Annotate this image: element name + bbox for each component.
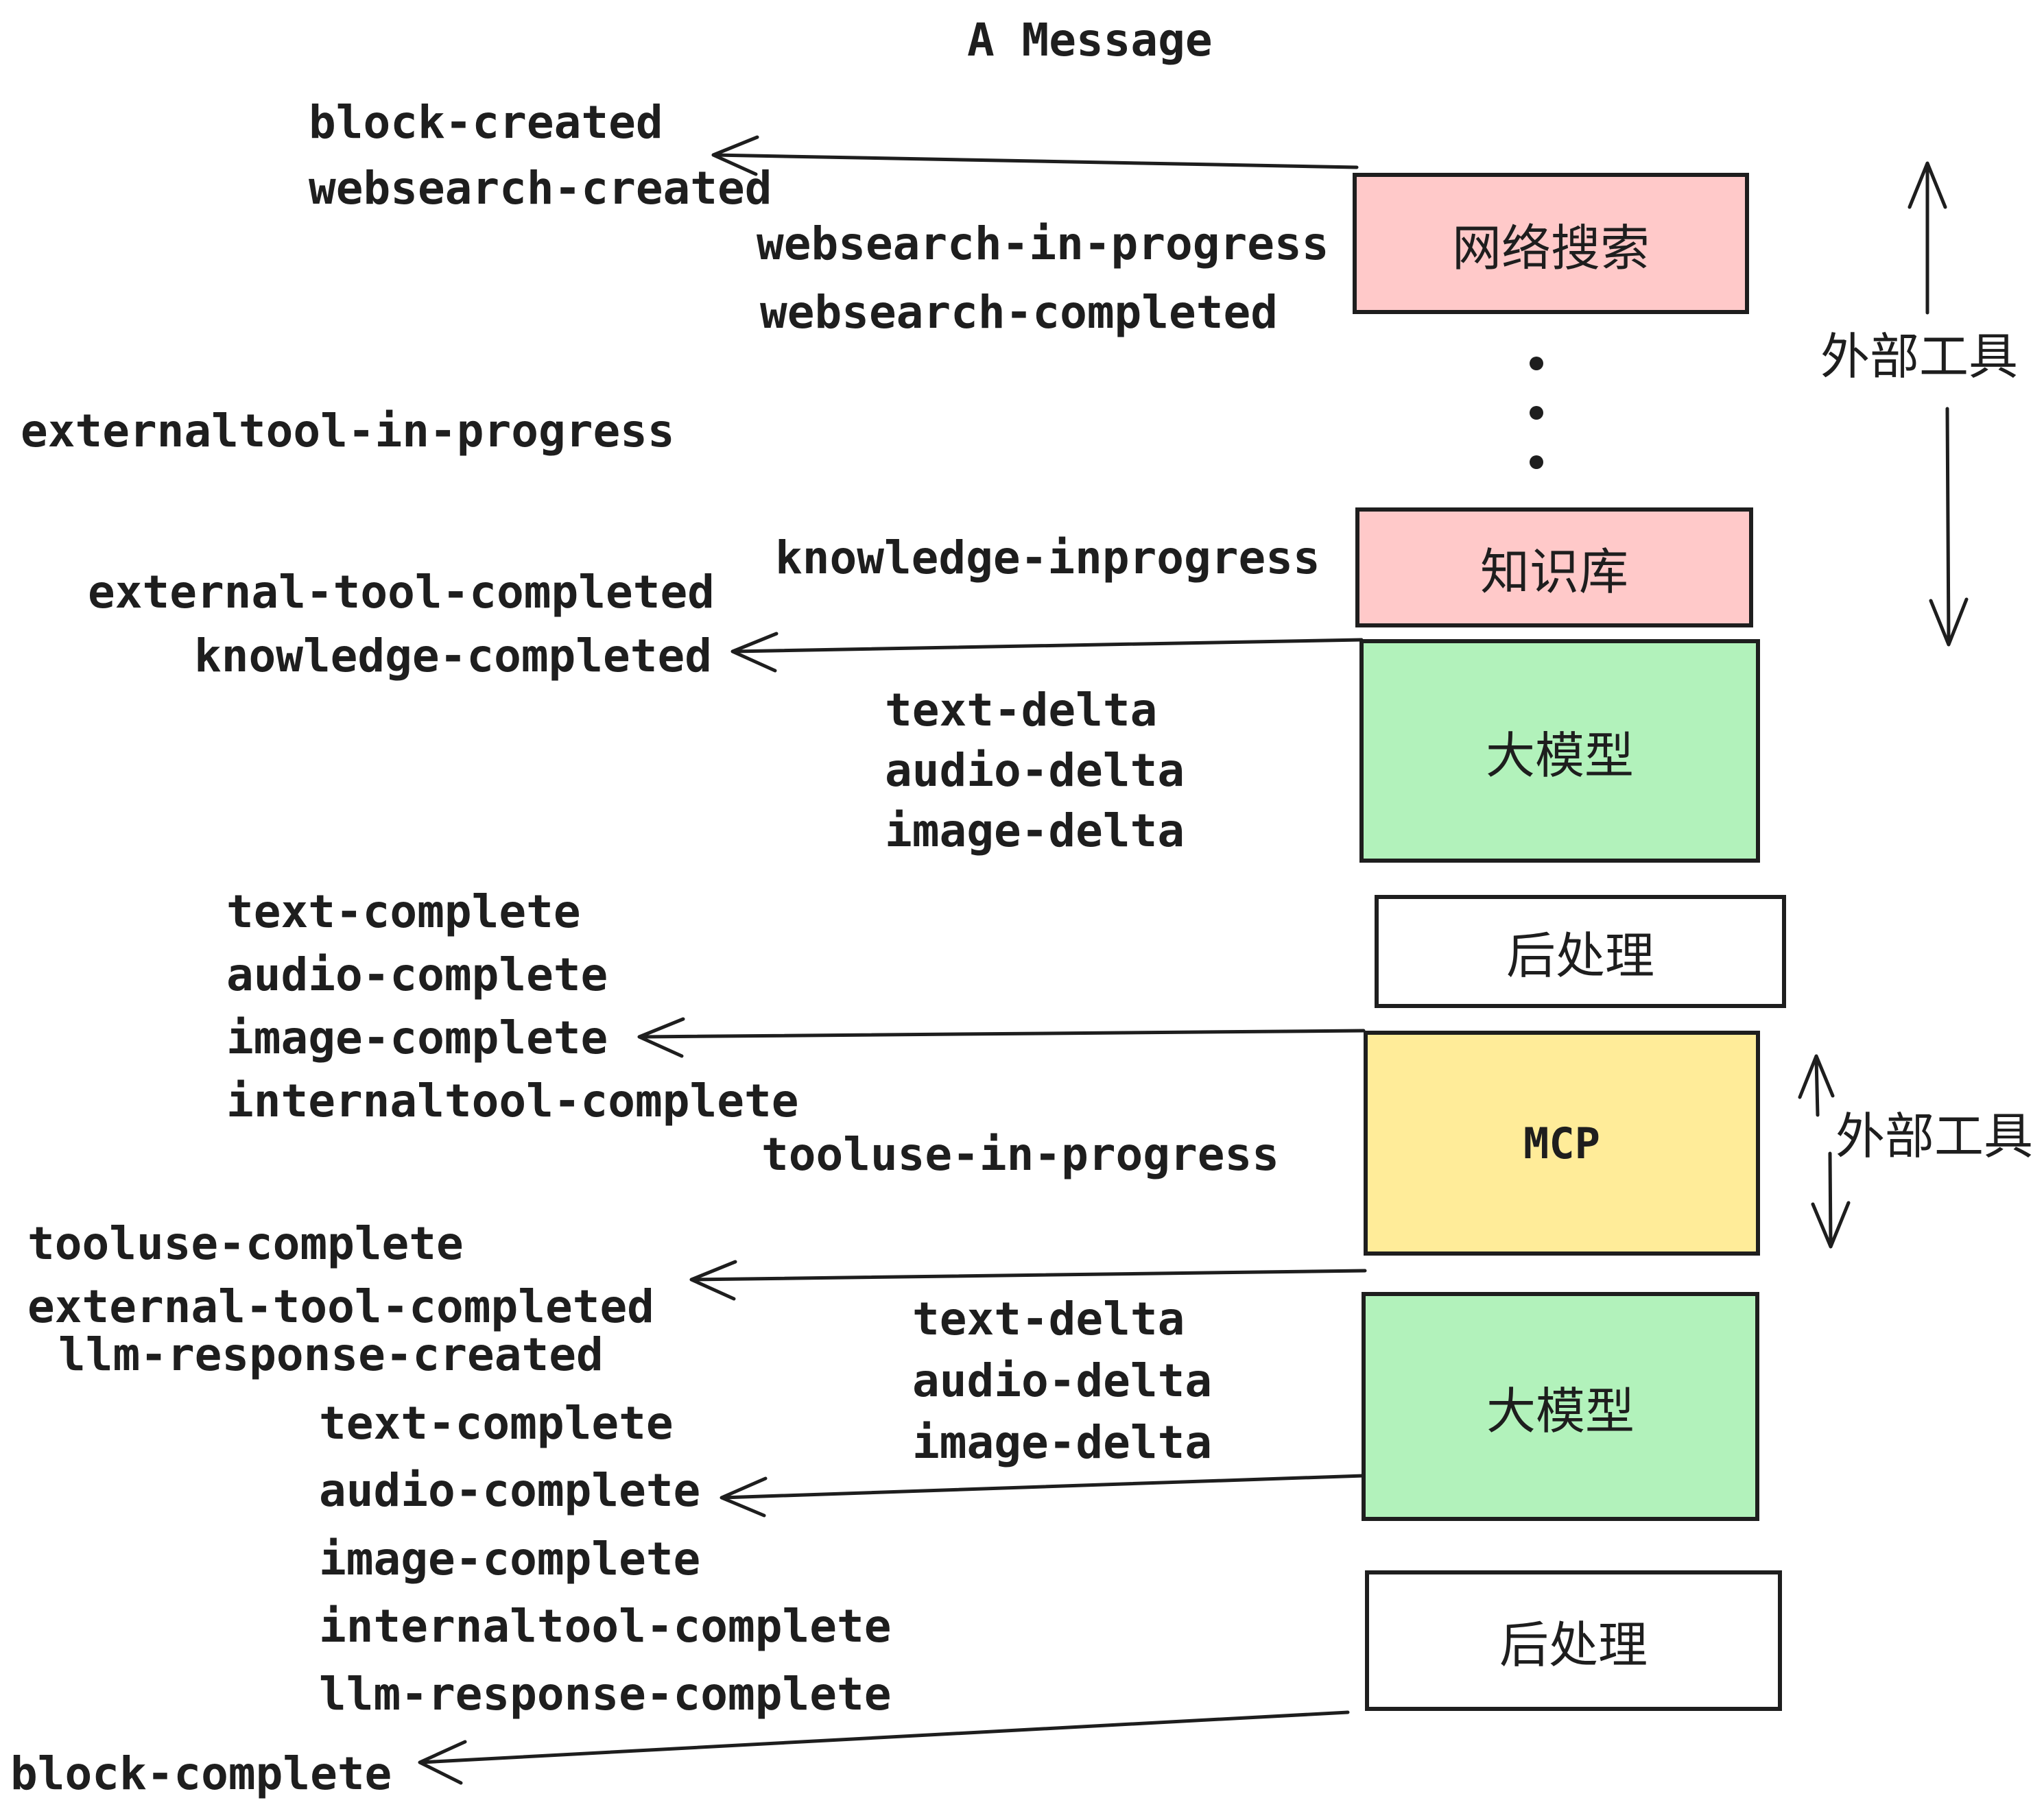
postprocess-box-2: 后处理 bbox=[1365, 1570, 1782, 1711]
postprocess-box-2-label: 后处理 bbox=[1499, 1616, 1648, 1674]
knowledge-base-box-label: 知识库 bbox=[1479, 543, 1628, 601]
arrow-tooluse-complete-shaft bbox=[691, 1269, 1367, 1282]
event-label-external-tool-completed-1: external-tool-completed bbox=[88, 566, 715, 619]
knowledge-base-box: 知识库 bbox=[1355, 507, 1753, 627]
external-tools-bottom-down-arrow-shaft bbox=[1828, 1151, 1833, 1246]
diagram-title: A Message bbox=[967, 14, 1213, 67]
vertical-ellipsis-dot bbox=[1530, 406, 1543, 420]
arrow-websearch-created-head bbox=[711, 135, 759, 176]
event-label-text-delta-1: text-delta bbox=[885, 684, 1158, 736]
event-label-audio-delta-2: audio-delta bbox=[912, 1354, 1213, 1407]
event-label-externaltool-in-progress: externaltool-in-progress bbox=[21, 405, 675, 457]
external-tools-bottom-down-arrow-head bbox=[1811, 1201, 1851, 1249]
postprocess-box-1-label: 后处理 bbox=[1506, 927, 1654, 985]
event-label-image-complete-2: image-complete bbox=[319, 1533, 701, 1585]
arrow-knowledge-completed-head bbox=[730, 632, 779, 673]
event-label-image-delta-1: image-delta bbox=[885, 804, 1185, 857]
event-label-knowledge-completed: knowledge-completed bbox=[194, 630, 712, 682]
llm-box-2: 大模型 bbox=[1362, 1292, 1759, 1521]
external-tools-top-up-arrow-head bbox=[1908, 161, 1947, 209]
event-label-llm-response-created: llm-response-created bbox=[58, 1328, 604, 1381]
llm-box-2-label: 大模型 bbox=[1486, 1382, 1635, 1440]
arrow-websearch-created-shaft bbox=[713, 153, 1359, 169]
event-label-internaltool-complete-2: internaltool-complete bbox=[319, 1600, 892, 1653]
event-label-block-created: block-created bbox=[309, 96, 663, 149]
websearch-box: 网络搜索 bbox=[1353, 173, 1749, 314]
event-label-text-complete-1: text-complete bbox=[226, 885, 581, 938]
event-label-text-complete-2: text-complete bbox=[319, 1397, 674, 1450]
event-label-websearch-in-progress: websearch-in-progress bbox=[757, 217, 1329, 270]
event-label-internaltool-complete-1: internaltool-complete bbox=[226, 1075, 799, 1127]
external-tools-bottom-up-arrow-head bbox=[1798, 1054, 1835, 1099]
arrow-image-complete-head bbox=[637, 1017, 685, 1058]
external-tools-top-down-arrow-head bbox=[1929, 597, 1969, 647]
event-label-knowledge-inprogress: knowledge-inprogress bbox=[775, 531, 1320, 584]
event-label-tooluse-complete: tooluse-complete bbox=[27, 1217, 464, 1270]
vertical-ellipsis-dot bbox=[1530, 357, 1543, 370]
event-label-external-tool-completed-2: external-tool-completed bbox=[27, 1280, 654, 1333]
arrow-tooluse-complete-head bbox=[689, 1260, 737, 1301]
websearch-box-label: 网络搜索 bbox=[1451, 219, 1650, 277]
event-label-llm-response-complete: llm-response-complete bbox=[319, 1668, 892, 1721]
external-tools-label-top: 外部工具 bbox=[1820, 328, 2019, 385]
llm-box-1-label: 大模型 bbox=[1485, 726, 1634, 784]
event-label-websearch-completed: websearch-completed bbox=[760, 286, 1278, 339]
mcp-box-label: MCP bbox=[1523, 1118, 1600, 1169]
external-tools-label-bottom: 外部工具 bbox=[1835, 1107, 2034, 1165]
llm-box-1: 大模型 bbox=[1359, 639, 1760, 863]
vertical-ellipsis-dot bbox=[1530, 455, 1543, 469]
postprocess-box-1: 后处理 bbox=[1375, 895, 1786, 1008]
arrow-image-complete-shaft bbox=[639, 1029, 1366, 1039]
event-label-block-complete: block-complete bbox=[10, 1747, 392, 1800]
arrow-block-complete-shaft bbox=[419, 1710, 1350, 1764]
event-label-websearch-created: websearch-created bbox=[309, 162, 772, 215]
event-label-tooluse-in-progress: tooluse-in-progress bbox=[761, 1128, 1279, 1181]
event-label-text-delta-2: text-delta bbox=[912, 1293, 1185, 1345]
event-label-audio-complete-1: audio-complete bbox=[226, 948, 608, 1001]
arrow-block-complete-head bbox=[418, 1740, 467, 1785]
external-tools-bottom-up-arrow-shaft bbox=[1814, 1057, 1820, 1117]
event-label-audio-delta-1: audio-delta bbox=[885, 744, 1185, 797]
event-label-image-delta-2: image-delta bbox=[912, 1416, 1213, 1469]
event-label-image-complete-1: image-complete bbox=[226, 1011, 608, 1064]
arrow-knowledge-completed-shaft bbox=[732, 638, 1364, 654]
mcp-box: MCP bbox=[1364, 1031, 1760, 1256]
arrow-audio-complete-shaft bbox=[721, 1474, 1366, 1500]
external-tools-top-down-arrow-shaft bbox=[1945, 407, 1951, 645]
event-label-audio-complete-2: audio-complete bbox=[319, 1464, 701, 1517]
arrow-audio-complete-head bbox=[720, 1476, 768, 1518]
